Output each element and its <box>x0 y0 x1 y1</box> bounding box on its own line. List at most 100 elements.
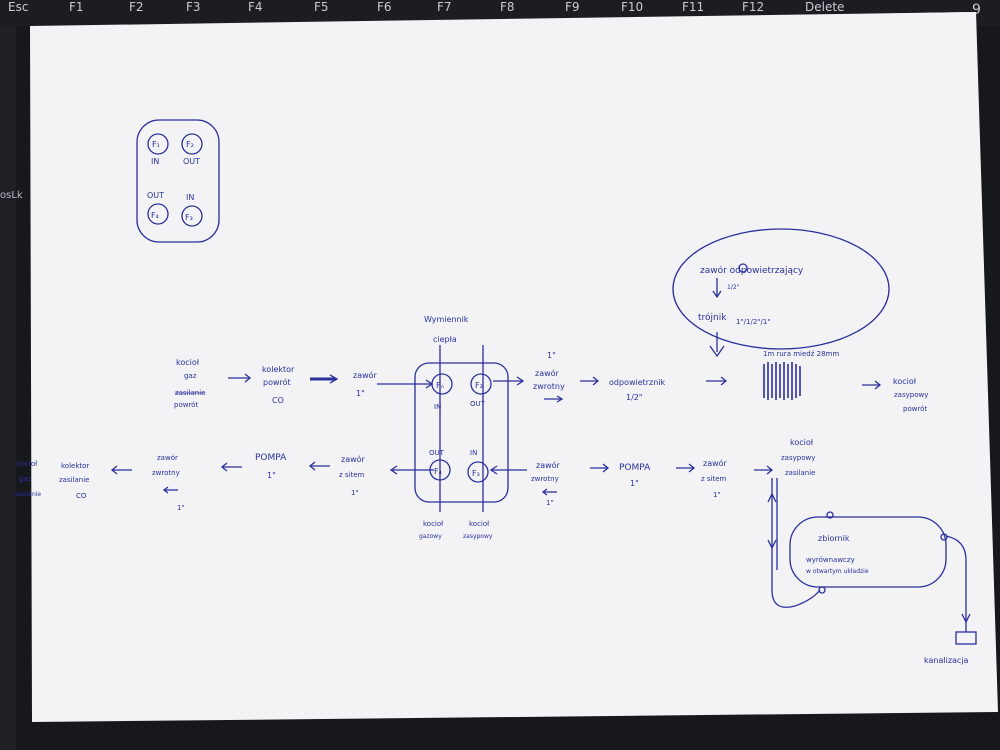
top-radiator-label: 1m rura miedź 28mm <box>763 350 839 358</box>
tank-overflow-pipe <box>945 535 967 632</box>
top-arrow-4-head <box>516 376 525 386</box>
bottom-zawor-zwrotny-3: 1" <box>177 504 185 512</box>
tank-line-1: zbiornik <box>818 534 850 543</box>
trojnik-size: 1"/1/2"/1" <box>736 318 771 326</box>
bottom-zawor-sito-r-3: 1" <box>713 491 721 499</box>
top-flow-arrow-head <box>556 395 564 403</box>
trojnik-label: trójnik <box>698 312 727 323</box>
legend-in-bottom: IN <box>186 193 194 202</box>
top-kociol-2: gaz <box>184 372 197 380</box>
bottom-kociol-z-1: kocioł <box>790 438 814 447</box>
exchanger-bottom-right-2: zasypowy <box>463 533 493 540</box>
bottom-arrow-2-head <box>220 462 228 472</box>
bottom-zawor-sito-r-1: zawór <box>703 458 728 468</box>
top-arrow-3-head <box>425 379 434 389</box>
top-kolektor-1: kolektor <box>262 365 295 374</box>
bottom-kociol-gaz-2: gaz <box>19 475 32 483</box>
paper-background <box>30 12 998 722</box>
bottom-zawor-zwrotny-1: zawór <box>157 454 178 462</box>
top-zwrotny-3: zwrotny <box>533 382 565 391</box>
bottom-kolektor-2: zasilanie <box>59 476 89 484</box>
keyboard-edge <box>0 26 16 750</box>
bottom-zawor-zwrotny-r-2: zwrotny <box>531 475 559 483</box>
tank-port-right-icon <box>940 533 948 541</box>
kanalizacja-label: kanalizacja <box>924 656 969 665</box>
radiator-coil-icon <box>763 362 801 400</box>
zawor-odpowietrzajacy: zawór odpowietrzający <box>700 265 804 276</box>
key-f12: F12 <box>742 0 765 14</box>
expansion-arrow-1-head <box>712 290 722 299</box>
exchanger-f2: F₂ <box>475 381 483 390</box>
bottom-zawor-zwrotny-2: zwrotny <box>152 469 180 477</box>
bottom-pompa-r-1: POMPA <box>619 463 651 473</box>
legend-f4-circle <box>147 203 169 225</box>
bottom-arrow-3-head <box>308 461 316 471</box>
key-f2: F2 <box>129 0 144 14</box>
key-f3: F3 <box>186 0 201 14</box>
key-f1: F1 <box>69 0 84 14</box>
exchanger-out-top: OUT <box>470 400 486 408</box>
top-zawor-1: zawór <box>353 370 378 380</box>
top-zawor-2: 1" <box>356 389 365 398</box>
bottom-kociol-gaz-1: kocioł <box>17 460 37 468</box>
top-row-arrows <box>228 373 882 403</box>
top-odpowietrznik-1: odpowietrznik <box>609 378 666 387</box>
legend-labels: F₁ F₂ F₄ F₃ IN OUT OUT IN <box>147 140 200 222</box>
exchanger-f4: F₄ <box>434 467 442 476</box>
tank-port-top-icon <box>826 511 834 519</box>
legend-f3-circle <box>181 205 203 227</box>
exchanger-drawing <box>414 345 509 512</box>
bottom-pompa-1: POMPA <box>255 453 287 463</box>
legend-out-top: OUT <box>183 157 200 166</box>
bottom-flow-arrow-r-head <box>541 488 548 496</box>
tank-port-bottom-icon <box>818 586 826 594</box>
top-zwrotny-1: 1" <box>547 351 556 360</box>
exchanger-bottom-left-2: gazowy <box>419 533 442 540</box>
bottom-kolektor-3: CO <box>76 492 87 500</box>
exchanger-labels: Wymiennik ciepła Fₙ F₂ F₄ F₃ IN OUT OUT … <box>419 315 493 540</box>
top-kociol-z-2: zasypowy <box>894 391 928 399</box>
tank-pipe-arrow-down-icon <box>767 539 777 550</box>
top-kociol-3: zasilanie <box>175 389 205 397</box>
top-kolektor-2: powrót <box>263 377 291 387</box>
bottom-kolektor-1: kolektor <box>61 462 89 470</box>
bottom-zawor-sito-r-2: z sitem <box>701 475 727 483</box>
tank-labels: zbiornik wyrównawczy w otwartym układzie… <box>806 534 969 665</box>
key-esc: Esc <box>8 0 29 14</box>
bottom-arrow-6-head <box>602 463 610 473</box>
tank-pipe-arrow-up-icon <box>767 492 777 503</box>
zawor-odpowietrzajacy-size: 1/2" <box>727 284 740 291</box>
bottom-row-labels: kocioł gaz zasilanie kolektor zasilanie … <box>15 438 815 512</box>
bottom-zawor-zwrotny-r-3: 1" <box>546 499 554 507</box>
legend-f2-circle <box>181 133 203 155</box>
bottom-zawor-sito-1: zawór <box>341 454 366 464</box>
top-zwrotny-2: zawór <box>535 368 560 378</box>
tank-drawing <box>767 478 977 645</box>
exchanger-in-bottom: IN <box>470 449 477 457</box>
top-kociol-1: kocioł <box>176 358 200 367</box>
exchanger-f1: Fₙ <box>436 381 444 390</box>
bottom-kociol-z-2: zasypowy <box>781 454 815 462</box>
bottom-arrow-4-head <box>389 465 398 475</box>
overflow-arrow-icon <box>961 613 971 624</box>
legend-f2: F₂ <box>186 140 194 149</box>
tank-box <box>789 516 947 588</box>
key-f7: F7 <box>437 0 452 14</box>
top-arrow-2-head <box>329 374 339 384</box>
key-f5: F5 <box>314 0 329 14</box>
top-arrow-1-head <box>244 373 252 383</box>
key-f9: F9 <box>565 0 580 14</box>
exchanger-box <box>414 362 509 503</box>
legend-drawing <box>136 119 220 243</box>
legend-box <box>136 119 220 243</box>
expansion-labels: zawór odpowietrzający 1/2" trójnik 1"/1/… <box>698 265 804 326</box>
top-arrow-7-head <box>874 380 882 390</box>
bottom-zawor-sito-3: 1" <box>351 489 359 497</box>
bottom-zawor-zwrotny-r-1: zawór <box>536 460 561 470</box>
legend-f1: F₁ <box>152 140 160 149</box>
bottom-zawor-sito-2: z sitem <box>339 471 365 479</box>
exchanger-f3: F₃ <box>472 469 480 478</box>
key-scroll-lock: osLk <box>0 190 23 201</box>
top-arrow-5-head <box>592 376 600 386</box>
